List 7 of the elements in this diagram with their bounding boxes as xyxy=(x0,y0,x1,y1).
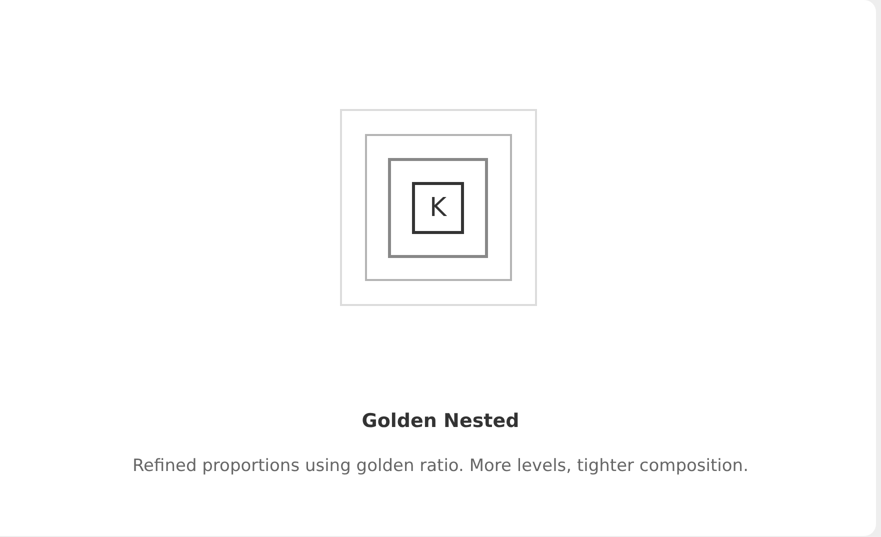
square-frame xyxy=(340,109,537,306)
card-title: Golden Nested xyxy=(362,409,520,433)
square-frame xyxy=(388,158,488,258)
square-frame xyxy=(365,134,512,281)
letter-label: K xyxy=(429,195,447,221)
letter-frame xyxy=(412,182,464,234)
description-text: Refined proportions using golden ratio. More levels, tighter composition. xyxy=(132,455,748,477)
